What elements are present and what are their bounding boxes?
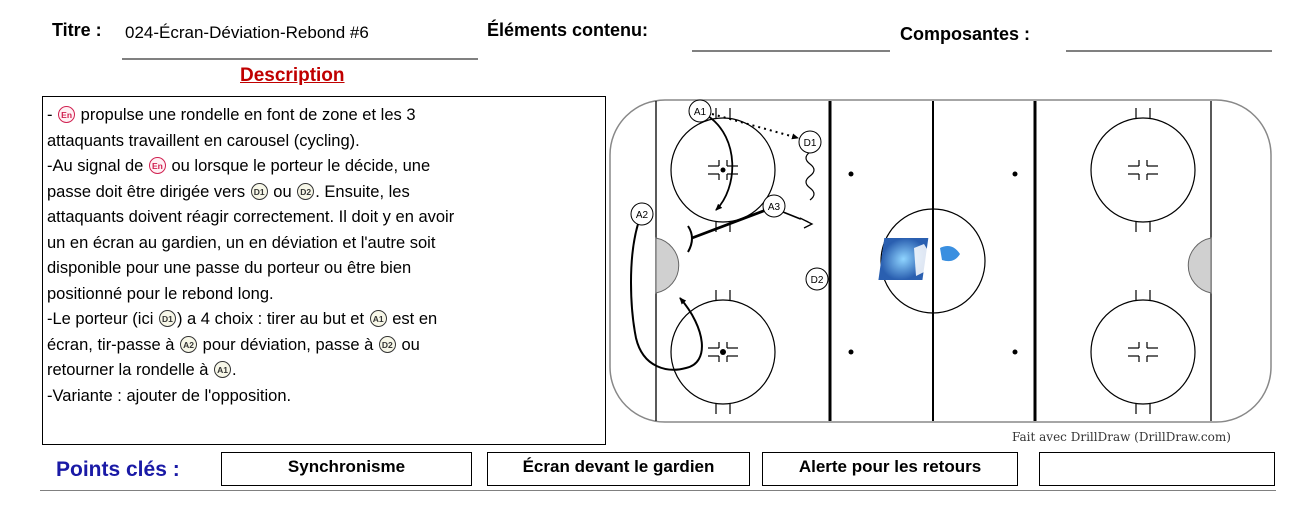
player-a1-icon: A1 bbox=[369, 310, 387, 327]
description-text: ou bbox=[268, 182, 297, 201]
player-d2[interactable]: D2 bbox=[805, 267, 829, 291]
description-line: passe doit être dirigée vers D1 ou D2. E… bbox=[47, 180, 601, 206]
hockey-player-logo bbox=[878, 238, 960, 280]
player-a2[interactable]: A2 bbox=[630, 202, 654, 226]
key-point-4[interactable] bbox=[1039, 452, 1275, 486]
path-a2-skate bbox=[630, 223, 703, 371]
svg-text:D1: D1 bbox=[804, 138, 817, 149]
description-text: -Au signal de bbox=[47, 157, 148, 175]
titre-value: 024-Écran-Déviation-Rebond #6 bbox=[125, 23, 369, 42]
description-text: -Variante : ajouter de l'opposition. bbox=[47, 386, 292, 405]
description-line: attaquants doivent réagir correctement. … bbox=[47, 205, 601, 231]
bottom-rule bbox=[40, 490, 1276, 491]
player-a1-icon: A1 bbox=[214, 361, 232, 378]
description-text: écran, tir-passe à bbox=[47, 335, 180, 354]
player-d1-icon: D1 bbox=[250, 182, 268, 200]
description-line: -Au signal de En ou lorsque le porteur l… bbox=[47, 154, 601, 180]
description-line: -Le porteur (ici D1) a 4 choix : tirer a… bbox=[47, 307, 601, 333]
faceoff-dots bbox=[720, 167, 1018, 355]
description-text: ) a 4 choix : tirer au but et bbox=[176, 310, 369, 328]
description-text: ou bbox=[396, 335, 420, 354]
player-a2-icon: A2 bbox=[180, 335, 198, 353]
description-text: - bbox=[47, 106, 58, 124]
player-en-icon: En bbox=[58, 106, 76, 123]
key-point-1[interactable]: Synchronisme bbox=[221, 452, 472, 486]
composantes-field-line[interactable] bbox=[1066, 50, 1272, 52]
description-text: -Le porteur (ici bbox=[47, 310, 158, 328]
description-text: disponible pour une passe du porteur ou … bbox=[47, 259, 412, 277]
player-a1[interactable]: A1 bbox=[688, 99, 712, 123]
player-en-icon: En bbox=[148, 157, 166, 174]
key-point-3[interactable]: Alerte pour les retours bbox=[762, 452, 1018, 486]
elements-label: Éléments contenu: bbox=[487, 20, 649, 40]
description-line: écran, tir-passe à A2 pour déviation, pa… bbox=[47, 333, 601, 359]
svg-text:D2: D2 bbox=[811, 275, 824, 286]
description-line: retourner la rondelle à A1. bbox=[47, 358, 601, 384]
description-text: retourner la rondelle à bbox=[47, 361, 214, 379]
titre-label: Titre : bbox=[52, 20, 102, 40]
points-cles-label: Points clés : bbox=[56, 458, 180, 481]
faceoff-circles bbox=[670, 108, 1196, 414]
svg-text:A2: A2 bbox=[636, 210, 649, 221]
elements-field-line[interactable] bbox=[692, 50, 890, 52]
description-text: est en bbox=[387, 310, 438, 328]
drilldraw-credit: Fait avec DrillDraw (DrillDraw.com) bbox=[1012, 430, 1231, 444]
description-line: un en écran au gardien, un en déviation … bbox=[47, 231, 601, 257]
path-a3-stick bbox=[691, 208, 767, 240]
goal-crease-left bbox=[655, 237, 680, 294]
player-d2-icon: D2 bbox=[378, 335, 396, 353]
rink-diagram: A1 D1 A2 A3 D2 bbox=[609, 99, 1272, 423]
rink-boards bbox=[609, 99, 1272, 423]
path-a1-skate bbox=[707, 115, 734, 211]
composantes-label: Composantes : bbox=[900, 24, 1031, 44]
key-point-2[interactable]: Écran devant le gardien bbox=[487, 452, 750, 486]
description-line: - En propulse une rondelle en font de zo… bbox=[47, 103, 601, 129]
goal-crease-right bbox=[1187, 237, 1212, 294]
description-text: passe doit être dirigée vers bbox=[47, 182, 250, 201]
description-text: ou lorsque le porteur le décide, une bbox=[166, 157, 431, 175]
description-box: - En propulse une rondelle en font de zo… bbox=[42, 96, 606, 445]
description-text: attaquants doivent réagir correctement. … bbox=[47, 208, 455, 226]
player-d1-icon: D1 bbox=[158, 310, 176, 327]
description-text: un en écran au gardien, un en déviation … bbox=[47, 233, 436, 252]
player-d2-icon: D2 bbox=[297, 182, 315, 200]
description-line: disponible pour une passe du porteur ou … bbox=[47, 256, 601, 282]
players-layer: A1 D1 A2 A3 D2 bbox=[630, 99, 829, 291]
svg-text:A3: A3 bbox=[768, 202, 781, 213]
description-heading: Description bbox=[240, 65, 345, 86]
description-text: pour déviation, passe à bbox=[198, 335, 378, 354]
description-line: -Variante : ajouter de l'opposition. bbox=[47, 384, 601, 410]
goalie-bracket bbox=[687, 225, 693, 253]
player-d1[interactable]: D1 bbox=[798, 130, 822, 154]
description-line: attaquants travaillent en carousel (cycl… bbox=[47, 129, 601, 155]
description-text: . bbox=[232, 361, 237, 379]
path-d1-carry bbox=[805, 151, 815, 201]
description-line: positionné pour le rebond long. bbox=[47, 282, 601, 308]
description-text: attaquants travaillent en carousel (cycl… bbox=[47, 131, 360, 150]
player-a3[interactable]: A3 bbox=[762, 194, 786, 218]
svg-text:A1: A1 bbox=[694, 107, 707, 118]
description-text: propulse une rondelle en font de zone et… bbox=[76, 106, 416, 124]
titre-underline bbox=[122, 58, 478, 60]
description-text: . Ensuite, les bbox=[315, 182, 410, 201]
description-text: positionné pour le rebond long. bbox=[47, 284, 274, 303]
